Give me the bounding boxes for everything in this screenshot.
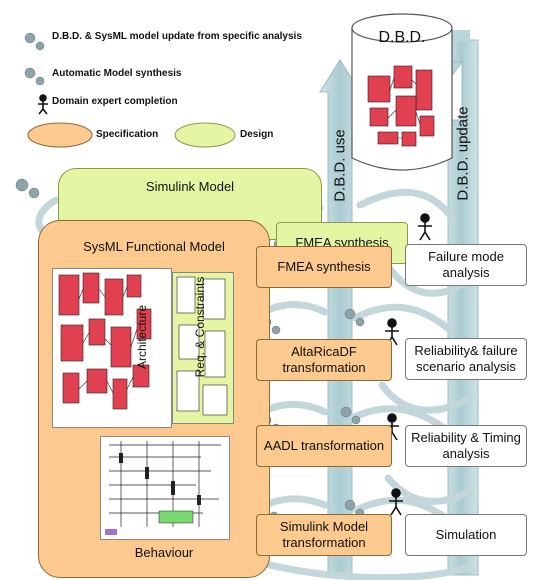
requirements-diagram [172, 272, 234, 424]
reliability-failure-scenario-box: Reliability& failure scenario analysis [405, 338, 527, 380]
transformation-label: AADL transformation [263, 438, 385, 453]
legend-expert-completion: Domain expert completion [52, 96, 178, 107]
legend-auto-synthesis: Automatic Model synthesis [52, 68, 182, 79]
analysis-label: Simulation [435, 527, 497, 542]
legend-dbd-update: D.B.D. & SysML model update from specifi… [52, 31, 302, 42]
database-cylinder [351, 13, 453, 171]
analysis-label: Reliability& failure scenario analysis [414, 343, 518, 374]
database-title: D.B.D. [378, 29, 426, 46]
dbd-update-label: D.B.D. update [454, 106, 472, 201]
requirements-mini-diagram [176, 276, 228, 416]
aadl-transformation-box: AADL transformation [256, 425, 392, 467]
expert-icons [38, 94, 432, 516]
simulation-box: Simulation [405, 514, 527, 556]
legend-design-swatch [174, 122, 236, 148]
fmea-synthesis-box: FMEA synthesis [256, 246, 392, 288]
transformation-label: FMEA synthesis [277, 259, 371, 274]
altaricadf-transformation-box: AltaRicaDF transformation [256, 339, 392, 381]
dbd-use-label: D.B.D. use [331, 129, 349, 202]
architecture-diagram [52, 268, 172, 428]
simulink-transformation-box: Simulink Model transformation [256, 514, 392, 556]
legend-design: Design [240, 129, 274, 140]
transformation-label: Simulink Model transformation [279, 519, 369, 550]
analysis-label: Failure mode analysis [428, 249, 504, 280]
architecture-label: Architecture [135, 304, 149, 370]
database-mini-diagram [367, 65, 435, 147]
reliability-timing-analysis-box: Reliability & Timing analysis [405, 425, 527, 467]
analysis-label: Reliability & Timing analysis [411, 430, 521, 461]
architecture-mini-diagram [58, 272, 152, 410]
simulink-model-title: Simulink Model [145, 179, 235, 194]
sysml-model-title: SysML Functional Model [83, 239, 225, 254]
req-constraints-label: Req. & Constraints [193, 276, 207, 378]
behaviour-label: Behaviour [134, 545, 194, 560]
behaviour-diagram [100, 436, 230, 540]
legend-spec-swatch [27, 122, 93, 148]
behaviour-mini-diagram [105, 441, 221, 535]
legend-specification: Specification [96, 129, 159, 140]
failure-mode-analysis-box: Failure mode analysis [405, 244, 527, 286]
transformation-label: AltaRicaDF transformation [282, 344, 366, 375]
